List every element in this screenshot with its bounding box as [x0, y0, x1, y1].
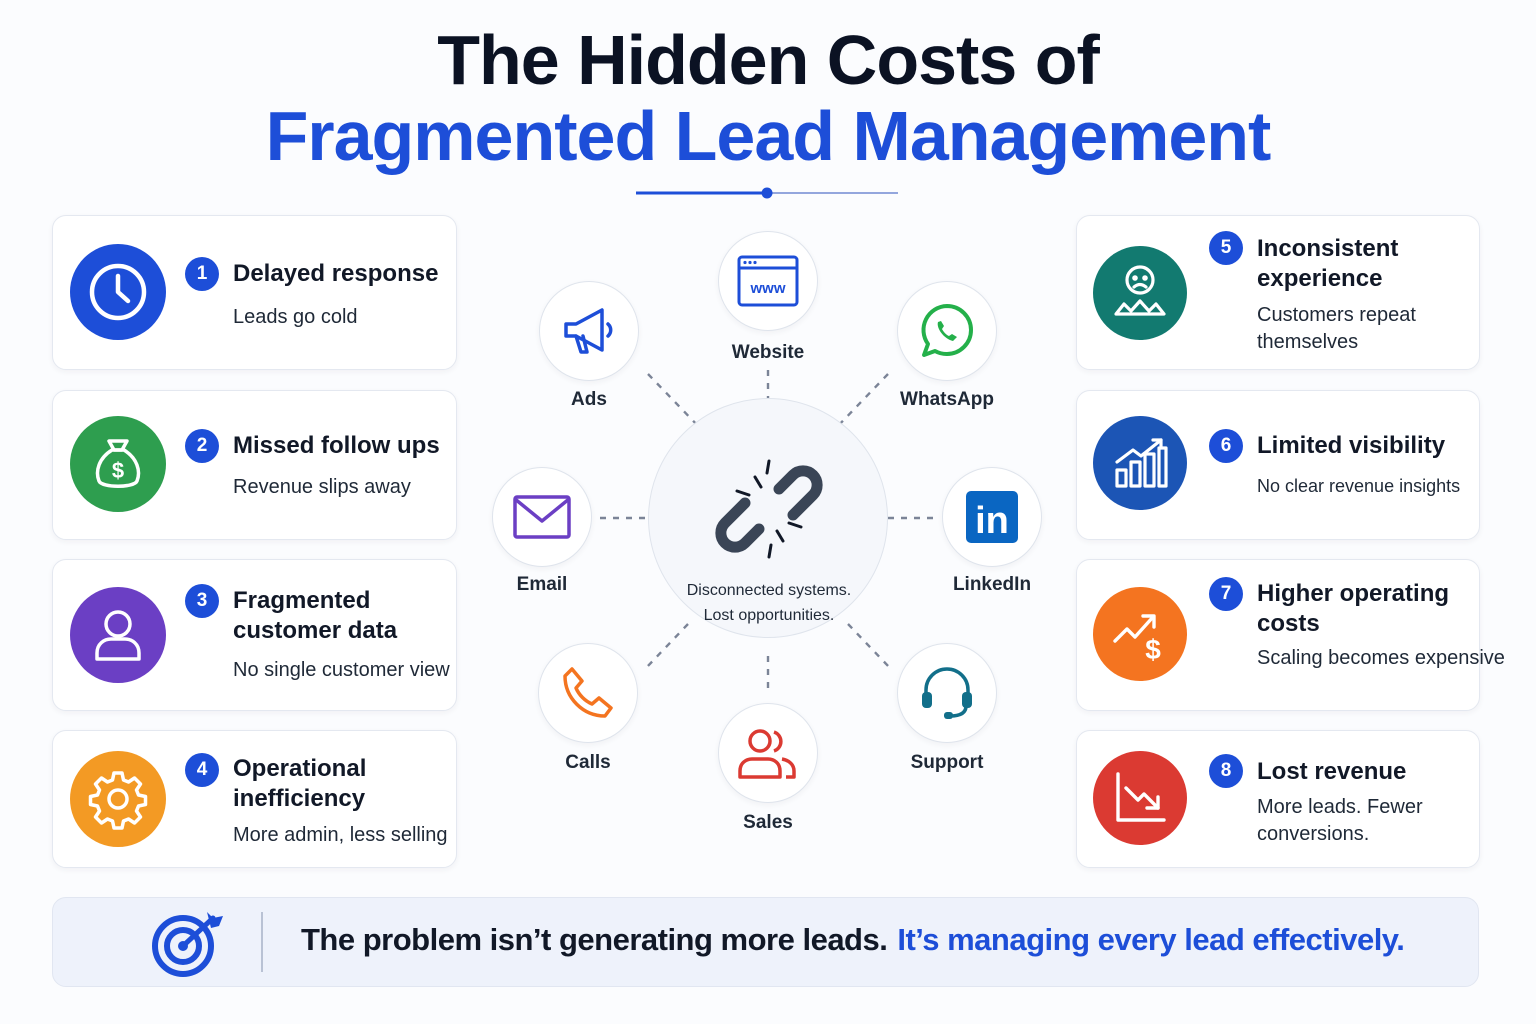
channel-label: Ads: [571, 389, 607, 410]
card-subtitle: Scaling becomes expensive: [1257, 647, 1505, 669]
card-number: 7: [1209, 577, 1243, 611]
declining-chart-icon: [1093, 751, 1187, 845]
channel-label: Website: [731, 342, 805, 363]
website-icon: www: [737, 255, 799, 307]
card-title: Fragmented customer data: [233, 587, 398, 644]
channel-support: [897, 643, 997, 743]
channel-label: Email: [516, 574, 568, 595]
card-title: Higher operating costs: [1257, 580, 1450, 637]
card-limited-visibility: 6 Limited visibility No clear revenue in…: [1076, 390, 1480, 540]
footer-banner: The problem isn’t generating more leads.…: [52, 897, 1479, 987]
channel-label: Support: [910, 752, 984, 773]
title-line-2: Fragmented Lead Management: [265, 97, 1272, 175]
card-title: Delayed response: [233, 260, 439, 287]
linkedin-icon: in: [966, 491, 1018, 543]
card-number: 4: [185, 753, 219, 787]
title-divider: [636, 187, 898, 199]
svg-text:www: www: [749, 280, 785, 297]
target-icon: [152, 912, 223, 977]
frustrated-face-icon: [1093, 246, 1187, 340]
card-subtitle: Leads go cold: [233, 306, 358, 328]
growth-chart-icon: [1093, 416, 1187, 510]
svg-text:$: $: [112, 458, 124, 483]
channel-label: LinkedIn: [952, 574, 1032, 595]
channel-label: WhatsApp: [900, 389, 994, 410]
channel-calls: [538, 643, 638, 743]
footer-message-part-1: The problem isn’t generating more leads.: [301, 922, 888, 957]
phone-icon: [563, 667, 613, 718]
card-fragmented-customer-data: 3 Fragmented customer data No single cus…: [52, 559, 457, 711]
card-title: Inconsistent experience: [1257, 235, 1399, 292]
hub-text-line-1: Disconnected systems.: [686, 582, 852, 599]
card-inconsistent-experience: 5 Inconsistent experience Customers repe…: [1076, 215, 1480, 370]
footer-message-part-2: It’s managing every lead effectively.: [897, 922, 1405, 957]
user-icon: [70, 587, 166, 683]
footer-message: The problem isn’t generating more leads.…: [301, 922, 1405, 958]
card-number: 5: [1209, 231, 1243, 265]
broken-link-icon: [707, 447, 831, 571]
card-number: 6: [1209, 429, 1243, 463]
card-number: 3: [185, 584, 219, 618]
rising-cost-icon: $: [1093, 587, 1187, 681]
card-title: Operational inefficiency: [233, 755, 367, 812]
megaphone-icon: [564, 308, 613, 354]
channel-email: [492, 467, 592, 567]
channel-ads: [539, 281, 639, 381]
hub-text-line-2: Lost opportunities.: [703, 607, 835, 624]
card-subtitle: Revenue slips away: [233, 476, 411, 498]
title-line-1: The Hidden Costs of: [437, 21, 1100, 99]
headset-icon: [922, 667, 972, 719]
card-operational-inefficiency: 4 Operational inefficiency More admin, l…: [52, 730, 457, 868]
svg-text:$: $: [1145, 634, 1161, 665]
card-title: Limited visibility: [1257, 432, 1446, 459]
card-subtitle: No single customer view: [233, 659, 450, 681]
card-number: 2: [185, 429, 219, 463]
card-delayed-response: 1 Delayed response Leads go cold: [52, 215, 457, 370]
channel-sales: [718, 703, 818, 803]
card-subtitle: More admin, less selling: [233, 824, 448, 846]
card-subtitle: Customers repeat themselves: [1257, 304, 1416, 353]
whatsapp-icon: [921, 304, 973, 357]
channel-label: Calls: [565, 752, 611, 773]
footer-separator: [261, 912, 263, 972]
gear-icon: [70, 751, 166, 847]
channel-whatsapp: [897, 281, 997, 381]
card-title: Lost revenue: [1257, 758, 1407, 785]
card-number: 1: [185, 257, 219, 291]
card-subtitle: More leads. Fewer conversions.: [1257, 796, 1423, 845]
envelope-icon: [513, 495, 571, 539]
team-icon: [738, 729, 796, 779]
clock-icon: [70, 244, 166, 340]
svg-text:in: in: [975, 500, 1009, 542]
card-subtitle: No clear revenue insights: [1257, 476, 1461, 496]
money-bag-icon: $: [70, 416, 166, 512]
card-higher-operating-costs: $ 7 Higher operating costs Scaling becom…: [1076, 559, 1505, 711]
card-lost-revenue: 8 Lost revenue More leads. Fewer convers…: [1076, 730, 1480, 868]
card-title: Missed follow ups: [233, 432, 440, 459]
channel-website: www: [718, 231, 818, 331]
card-missed-follow-ups: $ 2 Missed follow ups Revenue slips away: [52, 390, 457, 540]
card-number: 8: [1209, 754, 1243, 788]
channel-linkedin: in: [942, 467, 1042, 567]
channel-label: Sales: [743, 812, 793, 833]
central-hub: Disconnected systems. Lost opportunities…: [648, 398, 888, 638]
